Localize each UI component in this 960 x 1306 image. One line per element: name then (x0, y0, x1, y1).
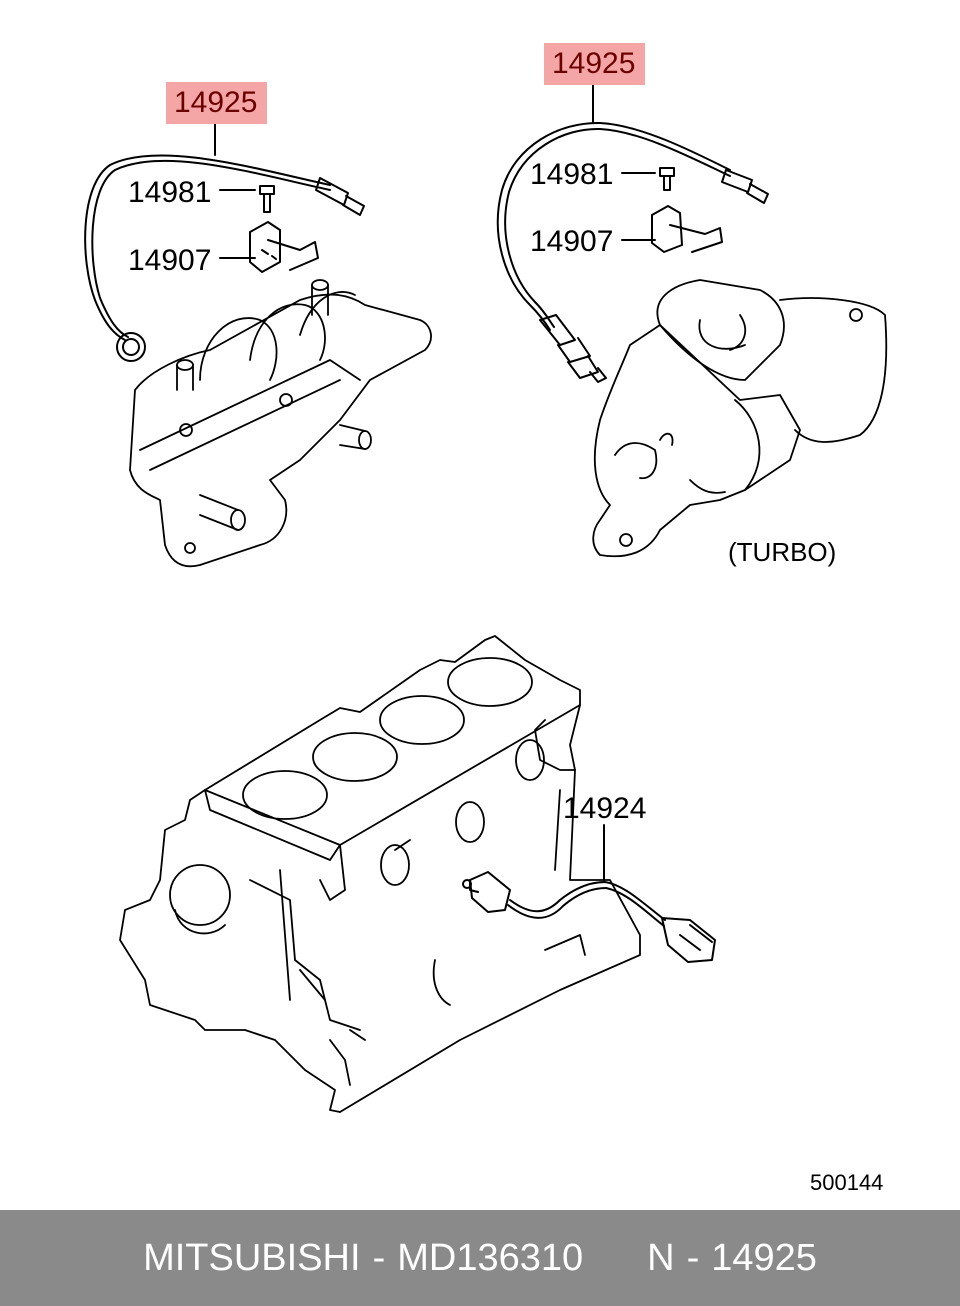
callout-left-bracket: 14907 (128, 244, 212, 277)
footer-part-number: MD136310 (397, 1236, 584, 1279)
footer-ref-prefix: N (647, 1236, 675, 1279)
knock-sensor (462, 824, 716, 963)
callout-left-bolt: 14981 (128, 176, 212, 209)
parts-diagram (84, 77, 888, 1113)
turbocharger (592, 279, 888, 558)
callout-right-bracket: 14907 (530, 225, 614, 258)
turbo-label: (TURBO) (728, 537, 837, 567)
footer-brand: MITSUBISHI (143, 1236, 361, 1279)
callout-left-sensor: 14925 (166, 82, 268, 124)
footer-bar: MITSUBISHI - MD136310 N - 14925 (0, 1210, 960, 1306)
footer-separator: - (372, 1236, 386, 1279)
left-exhaust-manifold (129, 279, 432, 568)
diagram-code: 500144 (810, 1170, 884, 1195)
callout-right-sensor: 14925 (544, 43, 646, 85)
left-oxygen-sensor-assembly (84, 114, 365, 362)
engine-block (119, 635, 641, 1113)
callout-right-bolt: 14981 (530, 158, 614, 191)
footer-ref-separator: - (686, 1236, 700, 1279)
footer-ref-number: 14925 (711, 1236, 817, 1279)
right-oxygen-sensor-assembly (496, 77, 769, 383)
callout-knock-sensor: 14924 (563, 792, 647, 825)
